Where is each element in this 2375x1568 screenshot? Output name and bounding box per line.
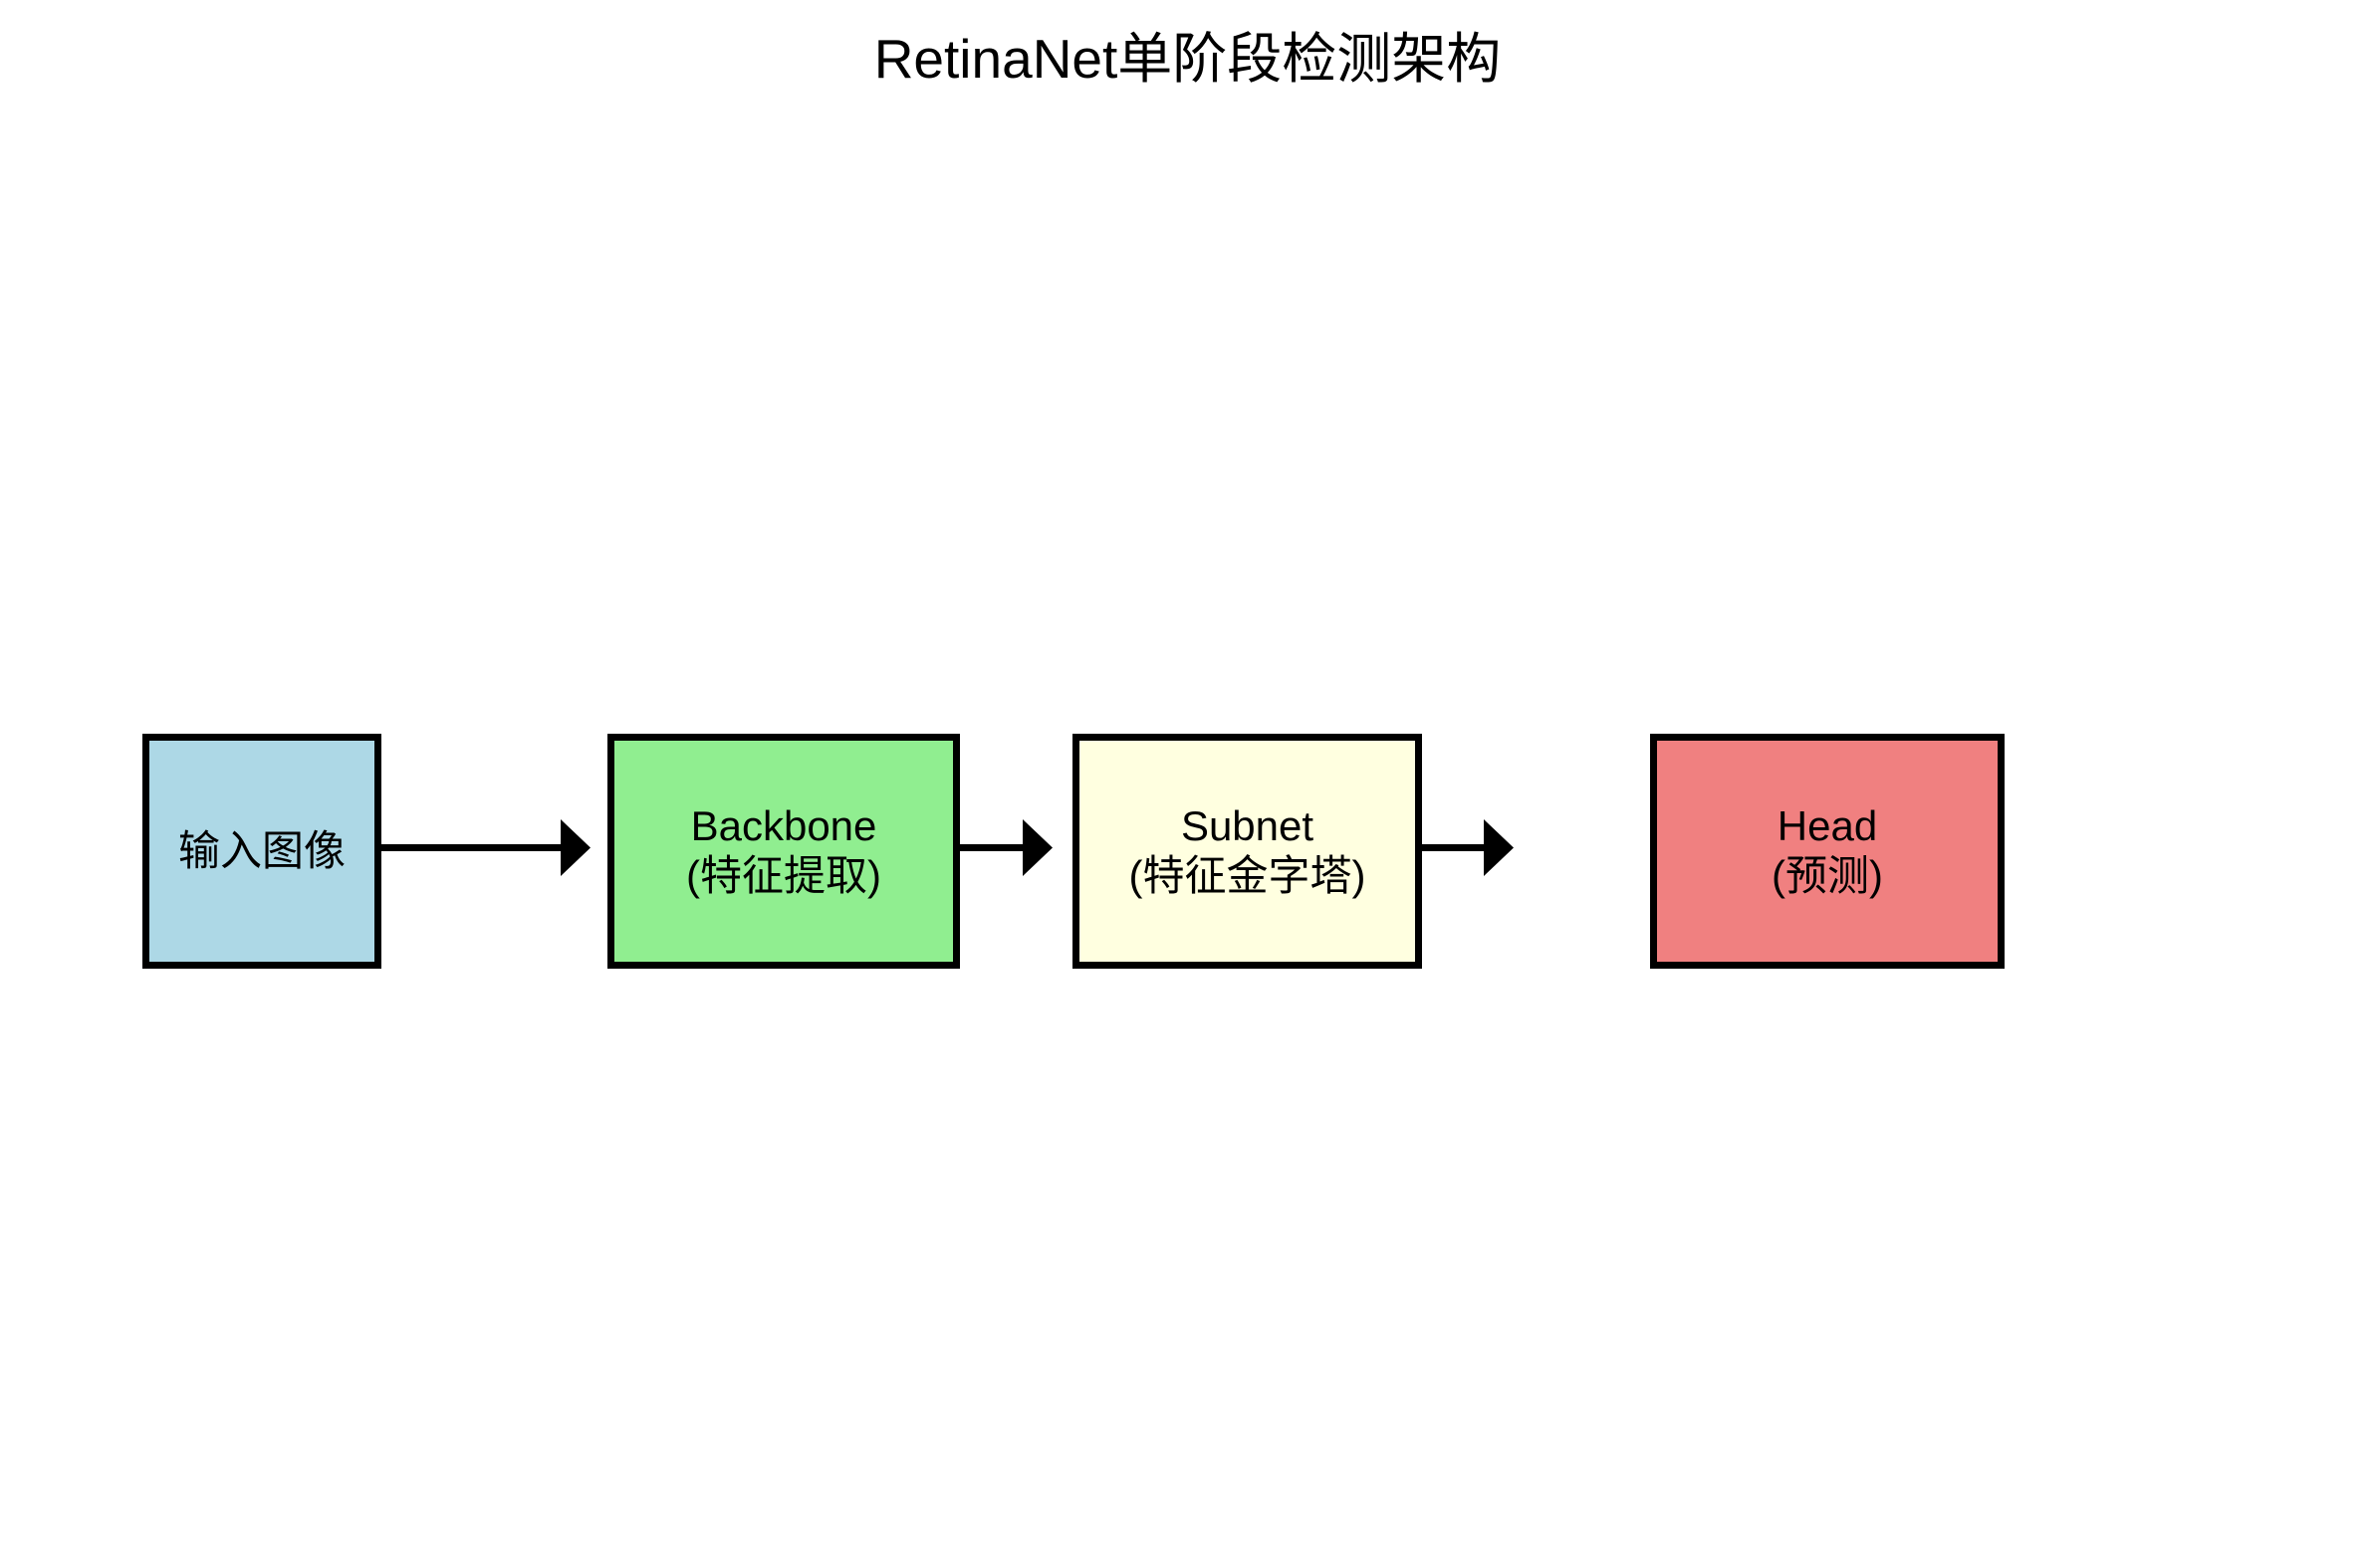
arrow-backbone-to-subnet — [957, 819, 1053, 876]
node-head-label: Head — [1777, 802, 1878, 849]
node-backbone: Backbone (特征提取) — [607, 734, 960, 969]
node-head: Head (预测) — [1650, 734, 2005, 969]
diagram-title: RetinaNet单阶段检测架构 — [873, 28, 1502, 90]
node-subnet-label: Subnet — [1180, 802, 1314, 849]
node-input-image: 输入图像 — [142, 734, 381, 969]
node-backbone-sublabel: (特征提取) — [686, 852, 881, 899]
node-subnet: Subnet (特征金字塔) — [1072, 734, 1422, 969]
node-head-sublabel: (预测) — [1772, 852, 1883, 899]
node-input-image-label: 输入图像 — [177, 827, 346, 874]
arrow-subnet-to-head — [1419, 819, 1514, 876]
arrow-input-to-backbone — [379, 819, 591, 876]
node-backbone-label: Backbone — [690, 802, 877, 849]
node-subnet-sublabel: (特征金字塔) — [1128, 852, 1366, 899]
